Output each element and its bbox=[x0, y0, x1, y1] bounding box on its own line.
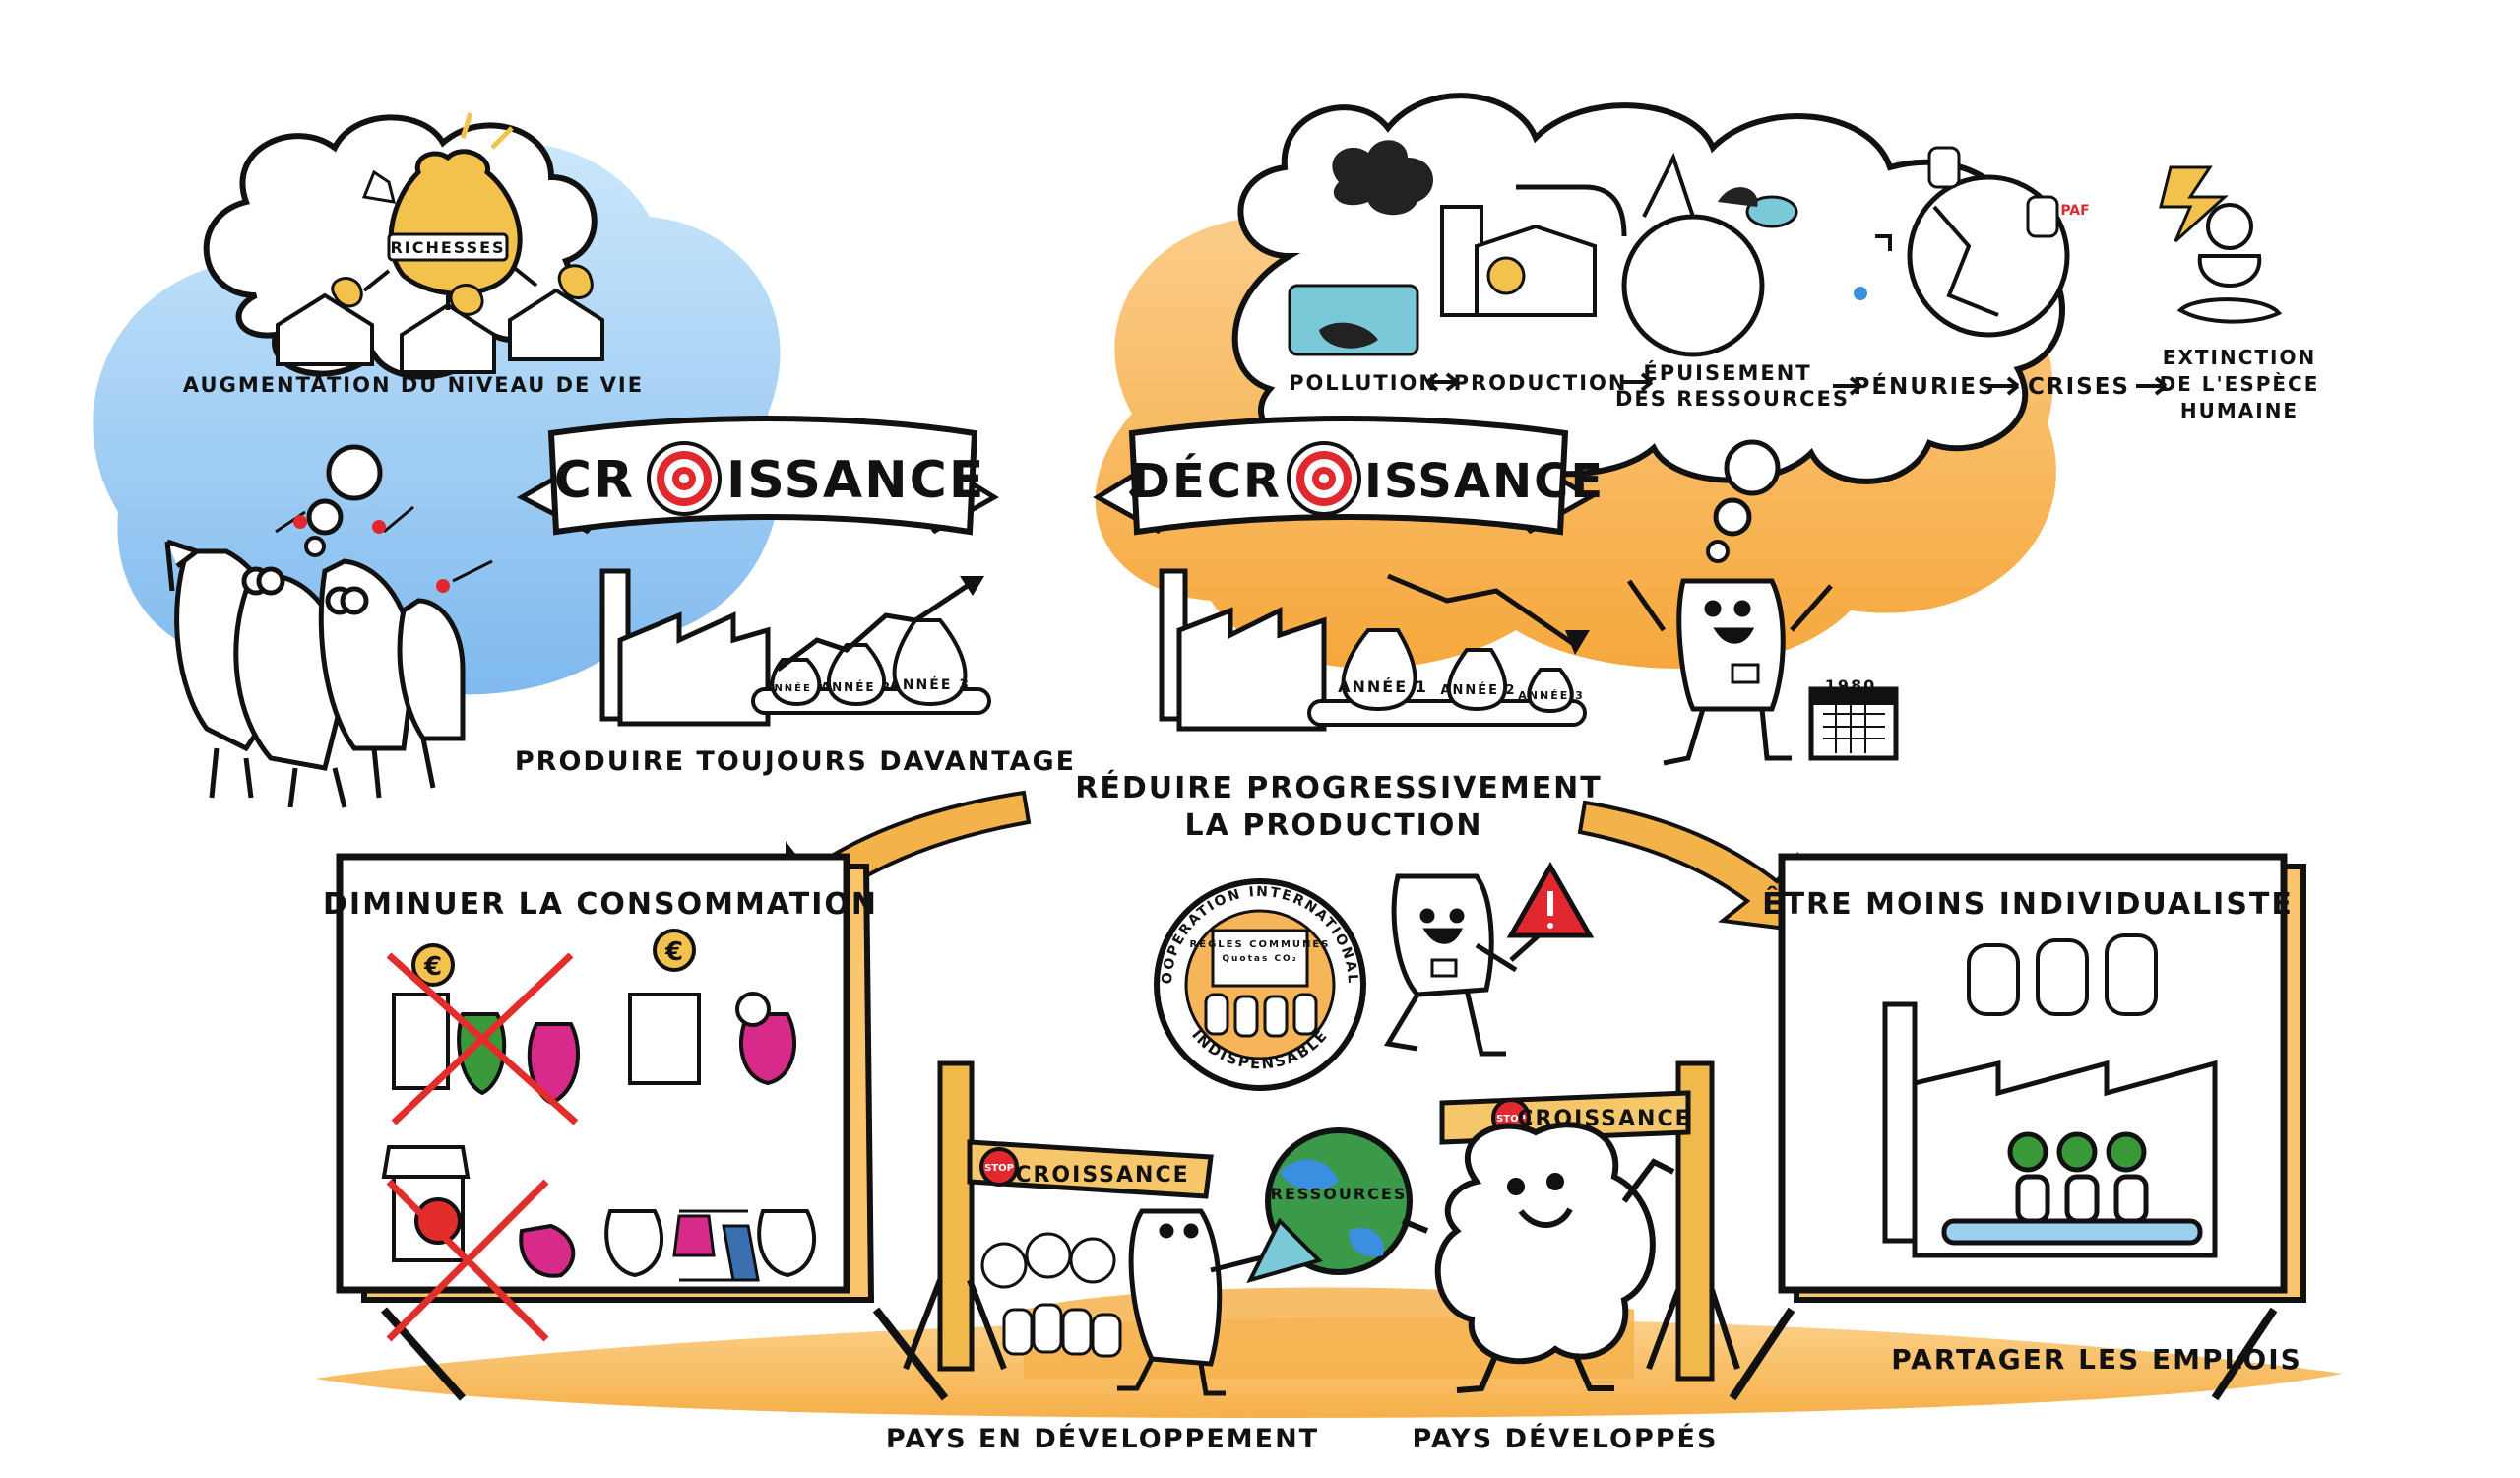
cooperation-inner-1: RÈGLES COMMUNES bbox=[1190, 937, 1331, 950]
growth-caption: PRODUIRE TOUJOURS DAVANTAGE bbox=[515, 746, 1076, 777]
left-board bbox=[336, 853, 949, 1401]
right-gate-caption: PAYS DÉVELOPPÉS bbox=[1413, 1423, 1719, 1454]
target-icon bbox=[647, 441, 722, 516]
growth-thought-caption: AUGMENTATION DU NIVEAU DE VIE bbox=[183, 373, 644, 397]
wealth-bag-icon bbox=[361, 112, 523, 296]
growth-bag-2: ANNÉE 2 bbox=[821, 679, 892, 694]
house-icon-3 bbox=[508, 264, 604, 361]
degrowth-factory-icon bbox=[1159, 568, 1590, 732]
chain-pollution: POLLUTION bbox=[1289, 371, 1438, 395]
chain-epuisement-1: ÉPUISEMENT bbox=[1643, 360, 1811, 385]
small-crowd bbox=[980, 1232, 1122, 1358]
degrowth-bag-2: ANNÉE 2 bbox=[1440, 682, 1516, 698]
wealth-bag-label: RICHESSES bbox=[390, 238, 505, 257]
right-board-caption: PARTAGER LES EMPLOIS bbox=[1891, 1343, 2302, 1376]
chain-crises: CRISES bbox=[2028, 374, 2130, 400]
globe-label: RESSOURCES bbox=[1271, 1185, 1408, 1203]
chain-extinction-1: EXTINCTION bbox=[2163, 346, 2316, 369]
left-gate-caption: PAYS EN DÉVELOPPEMENT bbox=[886, 1423, 1319, 1454]
lightning-god-icon bbox=[2159, 165, 2283, 324]
oil-spill-icon bbox=[1288, 284, 1419, 356]
degrowth-caption-line2: LA PRODUCTION bbox=[1185, 808, 1483, 843]
growth-factory-icon bbox=[599, 568, 991, 727]
right-board-title: ÊTRE MOINS INDIVIDUALISTE bbox=[1762, 886, 2294, 922]
degrowth-banner-right: ISSANCE bbox=[1364, 454, 1605, 509]
right-gate bbox=[1439, 1060, 1740, 1382]
growth-crowd-characters bbox=[164, 505, 493, 808]
warning-character bbox=[1383, 861, 1595, 1057]
growth-bag-1: ANNÉE 1 bbox=[765, 681, 827, 694]
left-gate-stop: STOP bbox=[984, 1163, 1014, 1174]
right-board bbox=[1729, 853, 2306, 1401]
left-board-title: DIMINUER LA CONSOMMATION bbox=[323, 887, 878, 922]
growth-banner-left: CR bbox=[554, 451, 635, 510]
degrowth-bag-1: ANNÉE 1 bbox=[1338, 677, 1428, 696]
happy-character bbox=[1626, 578, 1833, 766]
clothing-shop-crossed bbox=[386, 943, 580, 1125]
house-icon-1 bbox=[276, 277, 374, 366]
clothing-exchange bbox=[604, 1209, 817, 1282]
shared-jobs-factory bbox=[1882, 1001, 2218, 1258]
market-stall-crossed bbox=[381, 1145, 576, 1342]
growth-banner bbox=[516, 416, 999, 536]
chain-extinction-2: DE L'ESPÈCE bbox=[2160, 372, 2320, 396]
chain-production: PRODUCTION bbox=[1454, 371, 1628, 395]
chain-epuisement-2: DES RESSOURCES bbox=[1615, 387, 1850, 411]
smoke-cloud-icon bbox=[1332, 140, 1434, 216]
degrowth-banner bbox=[1093, 416, 1595, 536]
three-people-icon bbox=[1967, 933, 2158, 1016]
target-icon bbox=[1287, 441, 1361, 516]
right-gate-sign: CROISSANCE bbox=[1517, 1107, 1691, 1131]
chain-extinction-3: HUMAINE bbox=[2180, 399, 2299, 422]
cooperation-inner-2: Quotas CO₂ bbox=[1222, 954, 1297, 964]
growth-banner-right: ISSANCE bbox=[726, 451, 985, 510]
euro-sign-2: € bbox=[664, 937, 683, 967]
growth-bag-3: ANNÉE 3 bbox=[890, 676, 971, 693]
developing-country-character bbox=[1117, 1208, 1271, 1396]
calendar-year: 1980 bbox=[1825, 676, 1877, 695]
left-gate-sign: CROISSANCE bbox=[1015, 1163, 1189, 1188]
right-gate-stop: STOP bbox=[1496, 1114, 1526, 1125]
distribution-arrows bbox=[362, 264, 538, 310]
chain-penuries: PÉNURIES bbox=[1853, 372, 1995, 400]
cooperation-badge bbox=[1154, 878, 1366, 1091]
paf-label: PAF bbox=[2060, 203, 2089, 219]
crowd-resources-circle bbox=[1621, 152, 1798, 357]
calendar-icon bbox=[1808, 686, 1899, 761]
broken-earth-icon bbox=[1854, 146, 2070, 338]
degrowth-bag-3: ANNÉE 3 bbox=[1518, 689, 1584, 702]
degrowth-banner-left: DÉCR bbox=[1131, 453, 1282, 509]
resources-globe-icon bbox=[1246, 1127, 1413, 1284]
left-gate bbox=[903, 1060, 1214, 1372]
clothing-shop-ok bbox=[628, 929, 797, 1086]
degrowth-caption-line1: RÉDUIRE PROGRESSIVEMENT bbox=[1075, 770, 1603, 805]
factory-pipes-icon bbox=[1440, 184, 1627, 317]
euro-sign-1: € bbox=[423, 952, 442, 982]
developed-country-character bbox=[1401, 1122, 1675, 1393]
house-icon-2 bbox=[400, 284, 496, 374]
causal-chain-arrows bbox=[1425, 372, 2168, 396]
